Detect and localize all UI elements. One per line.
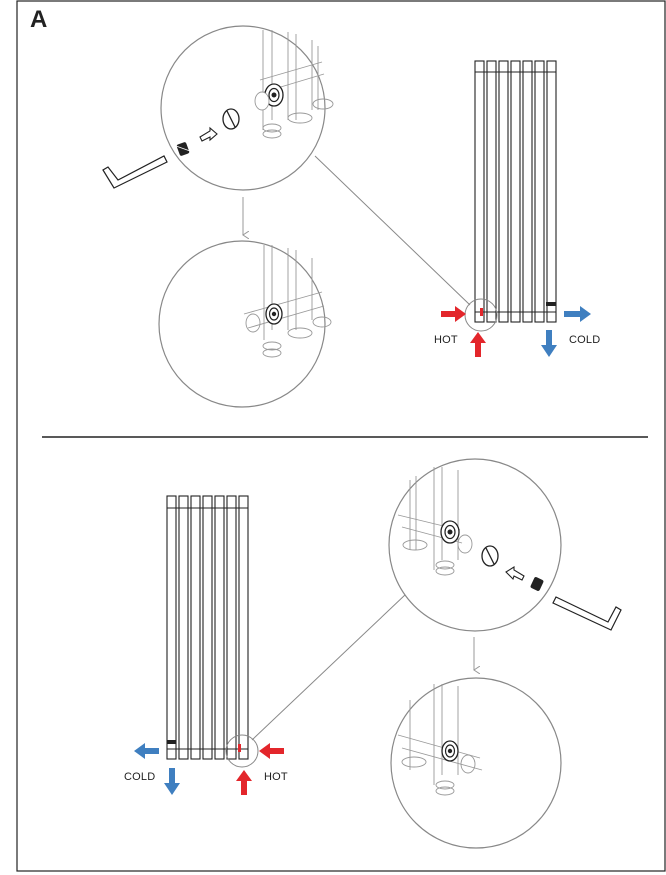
insert-arrow-icon [505,566,525,581]
cap-icon [481,545,499,567]
hot-flow-arrow-icon [441,306,466,322]
top-detail-connector [314,155,471,306]
cold-flow-arrow-icon [134,743,159,759]
top-cold-label: COLD [569,334,601,346]
hex-key-icon [102,155,168,189]
hot-flow-arrow-icon [259,743,284,759]
hex-key-icon [552,596,622,631]
nut-icon [530,577,544,591]
top-detail-circle-1 [160,25,334,191]
insert-arrow-icon [199,126,218,142]
bottom-detail-circle-2 [390,677,562,849]
cold-flow-arrow-icon [564,306,591,322]
top-connection-highlight [464,298,498,332]
valve-icon [441,740,459,762]
section-label: A [30,6,48,33]
radiator-icon [166,495,249,760]
top-hot-label: HOT [434,334,458,346]
bottom-cold-label: COLD [124,771,156,783]
radiator-icon [474,60,557,323]
valve-icon [254,83,284,111]
valve-icon [440,520,460,544]
cap-icon [222,108,240,130]
bottom-panel [134,458,622,849]
page-border [16,0,666,872]
cold-flow-arrow-icon [541,330,557,357]
nut-icon [175,142,191,156]
bottom-detail-circle-1 [388,458,562,632]
top-detail-circle-2 [158,240,332,408]
bottom-detail-connector [251,593,407,741]
valve-icon [265,303,283,325]
bottom-connection-highlight [225,734,259,768]
bottom-hot-label: HOT [264,771,288,783]
top-panel [102,25,591,408]
cold-flow-arrow-icon [164,768,180,795]
hot-flow-arrow-icon [236,770,252,795]
hot-flow-arrow-icon [470,332,486,357]
